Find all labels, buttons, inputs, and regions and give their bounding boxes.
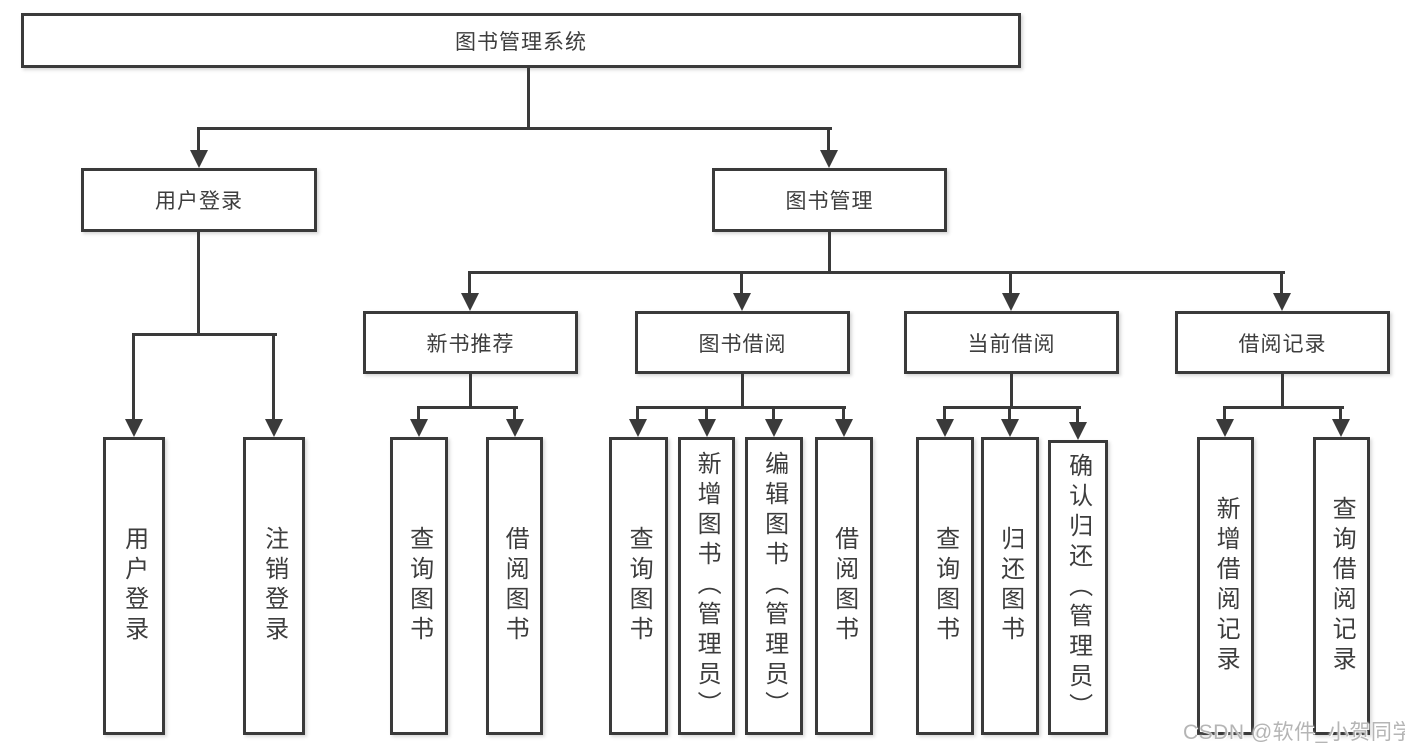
edge-user-login-rail <box>132 333 277 336</box>
leaf-query-books-borrow: 查询图书 <box>609 437 668 735</box>
leaf-label: 查询借阅记录 <box>1328 496 1356 676</box>
edge-current-borrow-stub <box>1010 374 1013 409</box>
edge-book-borrow-stub <box>741 374 744 409</box>
edge-arrow-confirm-return <box>1069 409 1087 440</box>
edge-arrow-add-books <box>698 409 716 437</box>
leaf-label: 查询图书 <box>405 526 433 646</box>
leaf-user-login: 用户登录 <box>103 437 165 735</box>
node-label: 图书管理 <box>785 190 874 213</box>
leaf-query-books-rec: 查询图书 <box>390 437 448 735</box>
node-label: 当前借阅 <box>967 332 1056 356</box>
edge-level3-rail <box>468 271 1285 274</box>
leaf-label: 新增借阅记录 <box>1212 496 1240 676</box>
leaf-borrow-books-rec: 借阅图书 <box>486 437 543 735</box>
edge-arrow-leaf-logout <box>265 336 283 437</box>
edge-arrow-current-borrow <box>1002 274 1020 311</box>
edge-borrow-records-rail <box>1223 406 1344 409</box>
node-current-borrowing: 当前借阅 <box>904 311 1119 374</box>
edge-arrow-query-books-rec <box>410 409 428 437</box>
leaf-label: 借阅图书 <box>501 526 529 646</box>
edge-arrow-borrow-books-rec <box>506 409 524 437</box>
node-label: 图书管理系统 <box>455 30 587 54</box>
leaf-label: 注销登录 <box>260 526 288 646</box>
leaf-label: 新增图书（管理员） <box>693 451 721 721</box>
edge-borrow-records-stub <box>1281 374 1284 409</box>
edge-arrow-query-borrow-record <box>1332 409 1350 437</box>
edge-new-book-rec-rail <box>417 406 518 409</box>
node-label: 新书推荐 <box>426 332 515 356</box>
edge-arrow-book-mgmt <box>820 130 838 168</box>
leaf-add-books-admin: 新增图书（管理员） <box>678 437 735 735</box>
edge-arrow-user-login <box>190 130 208 168</box>
edge-arrow-borrow-books <box>835 409 853 437</box>
edge-arrow-new-book-rec <box>461 274 479 311</box>
edge-arrow-query-books-borrow <box>629 409 647 437</box>
leaf-label: 确认归还（管理员） <box>1064 452 1092 723</box>
edge-arrow-borrow-records <box>1273 274 1291 311</box>
leaf-query-borrow-record: 查询借阅记录 <box>1313 437 1370 735</box>
edge-arrow-return-books <box>1001 409 1019 437</box>
edge-arrow-book-borrow <box>733 274 751 311</box>
leaf-label: 借阅图书 <box>830 526 858 646</box>
node-label: 图书借阅 <box>698 332 787 356</box>
leaf-label: 用户登录 <box>120 526 148 646</box>
leaf-label: 编辑图书（管理员） <box>760 451 788 721</box>
leaf-label: 查询图书 <box>625 526 653 646</box>
leaf-logout: 注销登录 <box>243 437 305 735</box>
node-label: 借阅记录 <box>1238 332 1327 356</box>
edge-arrow-add-borrow-record <box>1216 409 1234 437</box>
node-borrowing-records: 借阅记录 <box>1175 311 1390 374</box>
edge-user-login-stub <box>197 232 200 336</box>
leaf-edit-books-admin: 编辑图书（管理员） <box>745 437 803 735</box>
node-label: 用户登录 <box>155 190 243 213</box>
leaf-query-books-current: 查询图书 <box>916 437 974 735</box>
csdn-watermark: CSDN @软件_小贺同学 <box>1183 721 1405 744</box>
edge-arrow-query-books-current <box>936 409 954 437</box>
edge-root-stub <box>527 68 530 129</box>
edge-current-borrow-rail <box>943 406 1081 409</box>
leaf-add-borrow-record: 新增借阅记录 <box>1197 437 1254 735</box>
leaf-confirm-return-admin: 确认归还（管理员） <box>1048 440 1108 735</box>
leaf-borrow-books: 借阅图书 <box>815 437 873 735</box>
edge-level2-rail <box>197 127 832 130</box>
node-new-book-recommend: 新书推荐 <box>363 311 578 374</box>
node-user-login: 用户登录 <box>81 168 317 232</box>
leaf-label: 查询图书 <box>931 526 959 646</box>
edge-new-book-rec-stub <box>469 374 472 409</box>
edge-book-borrow-rail <box>636 406 846 409</box>
edge-book-mgmt-stub <box>828 232 831 274</box>
edge-arrow-edit-books <box>765 409 783 437</box>
leaf-label: 归还图书 <box>996 526 1024 646</box>
leaf-return-books: 归还图书 <box>981 437 1039 735</box>
node-library-management-system: 图书管理系统 <box>21 13 1021 68</box>
edge-arrow-leaf-user-login <box>125 336 143 437</box>
node-book-management: 图书管理 <box>712 168 947 232</box>
node-book-borrowing: 图书借阅 <box>635 311 850 374</box>
